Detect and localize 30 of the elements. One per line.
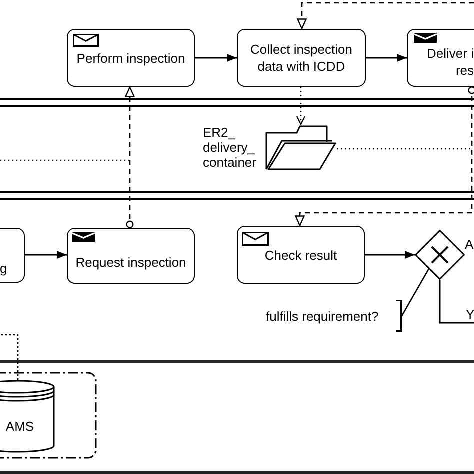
task-label: Perform inspection [76,50,186,66]
task-box [67,29,195,87]
sequence-flow-line [439,280,474,324]
data-store-label: AMS [6,418,34,435]
task-box [237,29,366,87]
task-box [407,29,474,87]
task-box [237,226,365,284]
task-label: Request inspection [76,254,186,270]
message-flow-arrow [125,86,135,228]
sequence-flow-arrow [366,54,407,62]
annotation-text: fulfills requirement? [266,308,380,324]
task-label: Collect inspection data with ICDD [250,41,354,75]
message-flow-arrow [297,2,474,30]
gateway-diamond [415,230,465,280]
text-fragment: A [465,237,474,252]
association-line [337,148,471,150]
message-flow-arrow [295,86,474,226]
sequence-flow-arrow [25,251,67,259]
data-object-label: ER2_ delivery_ container [203,125,258,170]
group-boundary [0,372,97,459]
association-line [0,334,19,380]
association-arrow [296,87,306,126]
task-box [67,228,195,284]
association-line [401,268,430,316]
task-label: g [0,260,8,277]
task-label: Deliver i res [426,44,474,78]
task-box [0,228,25,283]
sequence-flow-arrow [195,54,237,62]
task-label: Check result [264,246,338,264]
sequence-flow-arrow [365,251,415,259]
